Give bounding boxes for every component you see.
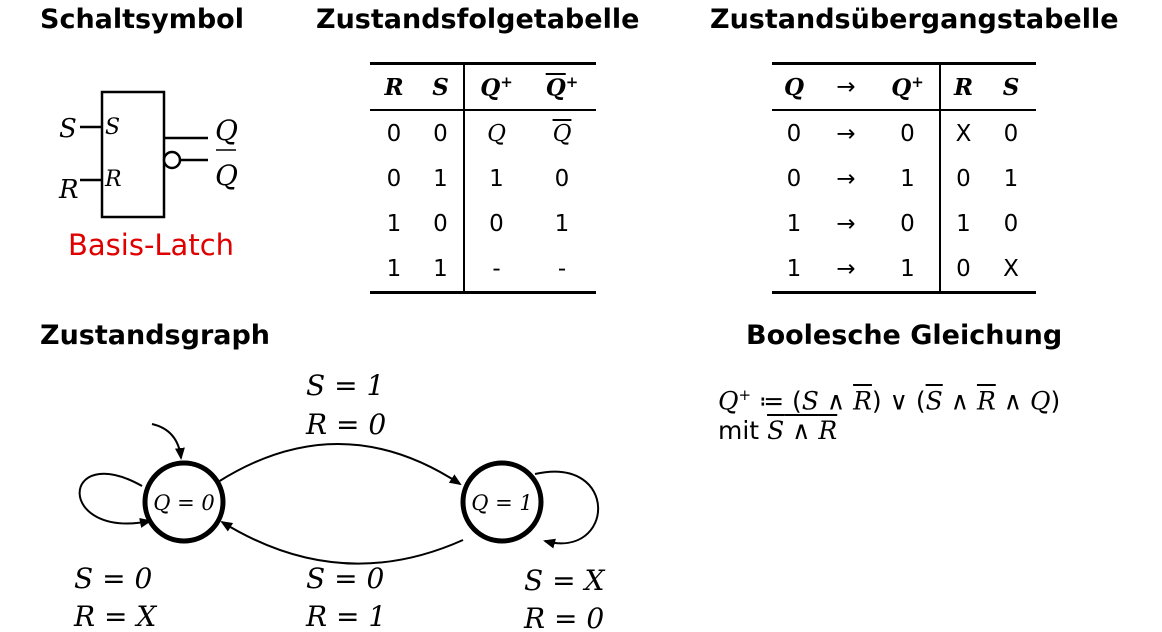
folge-header-s: S [418, 63, 464, 111]
label-left-s: S = 0 [74, 562, 152, 595]
state-q1-label: Q = 1 [471, 491, 533, 515]
table-cell: 0 [463, 201, 528, 246]
label-bottom-s: S = 0 [306, 562, 384, 595]
uebergang-header-qplus: Q+ [876, 63, 940, 111]
table-cell: 1 [939, 201, 986, 246]
table-cell: 0 [786, 165, 802, 192]
table-cell: 1 [900, 165, 915, 192]
table-cell: 0 [433, 120, 448, 147]
zustandsfolgetabelle: R S Q+ Q+ 0 0 Q Q 0 1 1 0 1 0 0 1 1 1 - [370, 62, 596, 294]
table-cell: → [836, 165, 856, 192]
label-left-r: R = X [73, 600, 157, 632]
table-cell: - [463, 246, 528, 294]
table-cell: → [816, 246, 876, 294]
uebergang-header-q: Q [772, 63, 816, 111]
uebergang-header-r: R [939, 63, 986, 111]
symbol-input-s: S [59, 114, 77, 144]
folge-header-r: R [370, 63, 418, 111]
table-row: 1 → 1 0 X [772, 246, 1036, 294]
table-cell: 0 [554, 165, 570, 192]
table-row: 0 → 1 0 1 [772, 156, 1036, 201]
table-cell: 0 [433, 210, 448, 237]
table-cell: 0 [939, 246, 986, 294]
table-row: 0 1 1 0 [370, 156, 596, 201]
state-q0 [142, 460, 226, 544]
table-cell: 1 [554, 210, 570, 237]
table-cell: 1 [418, 246, 464, 294]
latch-box [100, 90, 166, 219]
heading-boolesche-gleichung: Boolesche Gleichung [746, 320, 1063, 351]
symbol-output-q: Q [215, 114, 238, 147]
uebergang-header-arrow: → [816, 63, 876, 111]
table-cell: 0 [939, 156, 986, 201]
table-cell: Q [552, 120, 572, 147]
symbol-pin-r: R [104, 167, 122, 192]
table-cell: X [986, 246, 1036, 294]
table-cell: 1 [433, 165, 448, 192]
table-cell: 1 [463, 156, 528, 201]
table-cell: 0 [900, 210, 915, 237]
state-q1 [460, 460, 544, 544]
table-cell: 0 [786, 120, 802, 147]
boolean-constraint: mit S ∧ R [718, 416, 838, 445]
state-graph: Q = 0 Q = 1 S = 1 R = 0 S = 0 R = 1 S = … [73, 369, 605, 632]
table-cell: - [528, 246, 596, 294]
folge-header-qplus: Q+ [463, 63, 528, 111]
heading-zustandsfolgetabelle: Zustandsfolgetabelle [316, 4, 640, 35]
table-cell: → [836, 120, 856, 147]
initial-arrow [151, 423, 185, 460]
table-cell: Q [463, 110, 528, 156]
self-loop-q1 [534, 470, 600, 549]
folge-header-qbarplus: Q+ [528, 63, 596, 111]
self-loop-q0 [78, 472, 152, 528]
heading-zustandsuebergangstabelle: Zustandsübergangstabelle [710, 4, 1119, 35]
label-top-r: R = 0 [305, 408, 386, 441]
table-cell: 0 [386, 165, 402, 192]
table-cell: 0 [1003, 210, 1019, 237]
table-row: 1 → 0 1 0 [772, 201, 1036, 246]
inverter-bubble [162, 150, 182, 170]
symbol-pin-s: S [105, 115, 120, 140]
table-cell: 1 [772, 246, 816, 294]
heading-schaltsymbol: Schaltsymbol [40, 4, 244, 35]
table-cell: 1 [1003, 165, 1019, 192]
label-right-s: S = X [524, 564, 605, 597]
folge-header-row: R S Q+ Q+ [370, 63, 596, 111]
state-q0-label: Q = 0 [153, 491, 215, 515]
table-cell: 1 [786, 210, 802, 237]
symbol-input-r: R [58, 175, 79, 205]
table-cell: 1 [370, 246, 418, 294]
boolean-equation: Q+ ≔ (S ∧ R) ∨ (S ∧ R ∧ Q) [718, 386, 1061, 416]
latch-symbol: S R S R Q Q [58, 90, 238, 219]
symbol-output-qbar: Q [215, 159, 238, 192]
table-cell: 1 [876, 246, 940, 294]
uebergang-header-s: S [986, 63, 1036, 111]
table-cell: 0 [386, 120, 402, 147]
transition-q1-q0 [220, 520, 464, 565]
transition-q0-q1 [217, 443, 462, 486]
table-row: 0 0 Q Q [370, 110, 596, 156]
label-bottom-r: R = 1 [305, 600, 386, 632]
table-row: 1 1 - - [370, 246, 596, 294]
table-cell: → [836, 210, 856, 237]
table-cell: X [939, 110, 986, 156]
latch-caption: Basis-Latch [68, 228, 235, 262]
uebergang-header-row: Q → Q+ R S [772, 63, 1036, 111]
table-cell: 0 [1003, 120, 1019, 147]
zustandsuebergangstabelle: Q → Q+ R S 0 → 0 X 0 0 → 1 0 1 1 → 0 1 0 [772, 62, 1036, 294]
table-cell: 1 [386, 210, 402, 237]
label-right-r: R = 0 [523, 602, 604, 632]
heading-zustandsgraph: Zustandsgraph [40, 320, 271, 351]
label-top-s: S = 1 [306, 369, 384, 402]
table-row: 0 → 0 X 0 [772, 110, 1036, 156]
table-row: 1 0 0 1 [370, 201, 596, 246]
table-cell: 0 [900, 120, 915, 147]
